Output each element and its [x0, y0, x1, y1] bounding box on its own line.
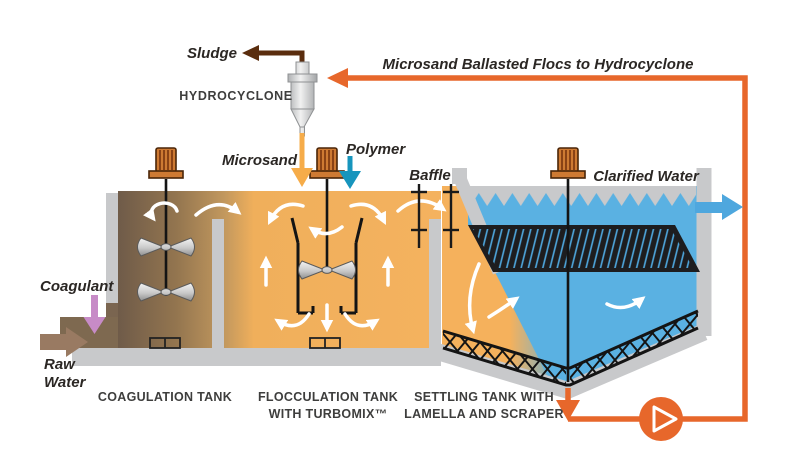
motor-icon	[148, 147, 184, 179]
flow-arrow	[268, 202, 305, 225]
cyclone-body	[290, 81, 315, 110]
hopper-left-wall	[429, 341, 573, 400]
cyclone-top-stub	[295, 61, 310, 76]
flow-arrow	[464, 262, 481, 335]
clarified-water-label: Clarified Water	[593, 168, 700, 185]
baffle	[411, 184, 459, 248]
flow-arrows	[143, 199, 646, 335]
flow-arrow	[487, 296, 520, 319]
flow-arrow	[343, 312, 380, 331]
flow-arrow	[194, 201, 242, 217]
weir-sawtooth	[462, 193, 696, 207]
tank-structure	[72, 168, 712, 400]
cyclone-cone	[290, 108, 315, 128]
settling-tank-caption-line1: SETTLING TANK WITH	[414, 390, 554, 404]
hopper-right-wall	[562, 324, 708, 399]
raw-water-label-line2: Water	[44, 374, 87, 391]
sludge-arrow	[242, 45, 259, 61]
left-wall	[106, 193, 118, 303]
pipe-arrow-down	[556, 400, 580, 421]
clarified-water-arrow	[695, 194, 743, 220]
flow-arrow	[308, 225, 344, 239]
motor-icon	[309, 147, 345, 179]
settling-tank-caption-line2: LAMELLA AND SCRAPER	[404, 407, 564, 421]
tank-drains	[149, 337, 341, 349]
coagulant-arrow	[83, 295, 106, 334]
tank-floor-slab	[72, 348, 441, 366]
microsand-arrow	[291, 133, 313, 187]
flow-arrow	[274, 312, 311, 331]
mixers	[137, 147, 586, 382]
scraper-truss-right	[570, 311, 698, 385]
pipe-arrow-into-cyclone	[327, 68, 348, 88]
recirculation-line	[327, 68, 748, 441]
cyclone-flange	[287, 73, 318, 83]
flow-arrow	[349, 202, 386, 225]
draft-tube	[290, 217, 364, 315]
top-note-label: Microsand Ballasted Flocs to Hydrocyclon…	[383, 56, 694, 73]
flow-arrow	[605, 296, 646, 310]
motor-icon	[550, 147, 586, 179]
coagulant-label: Coagulant	[40, 278, 114, 295]
coagulation-tank-caption: COAGULATION TANK	[98, 390, 232, 404]
raw-water-label-line1: Raw	[44, 356, 76, 373]
raw-water-arrow	[40, 327, 88, 357]
lamella-stripes	[473, 229, 693, 268]
hydrocyclone-label: HYDROCYCLONE	[179, 89, 292, 103]
hydrocyclone	[242, 45, 318, 137]
flow-arrow	[143, 201, 179, 222]
scraper-truss-left	[443, 331, 566, 385]
flocculation-tank-caption-line1: FLOCCULATION TANK	[258, 390, 398, 404]
pump-triangle-icon	[652, 405, 678, 433]
flocculation-tank-caption-line2: WITH TURBOMIX™	[269, 407, 388, 421]
sludge-label: Sludge	[187, 45, 237, 62]
sludge-pipe	[258, 50, 305, 64]
polymer-arrow	[339, 156, 361, 189]
polymer-label: Polymer	[346, 141, 406, 158]
coag-floc-divider-wall	[212, 219, 224, 348]
microsand-label: Microsand	[222, 152, 298, 169]
baffle-label: Baffle	[409, 167, 450, 184]
weir-top-bar	[462, 186, 696, 193]
floc-settler-divider-wall	[429, 219, 441, 352]
floc-inflow-wedge	[442, 186, 566, 385]
